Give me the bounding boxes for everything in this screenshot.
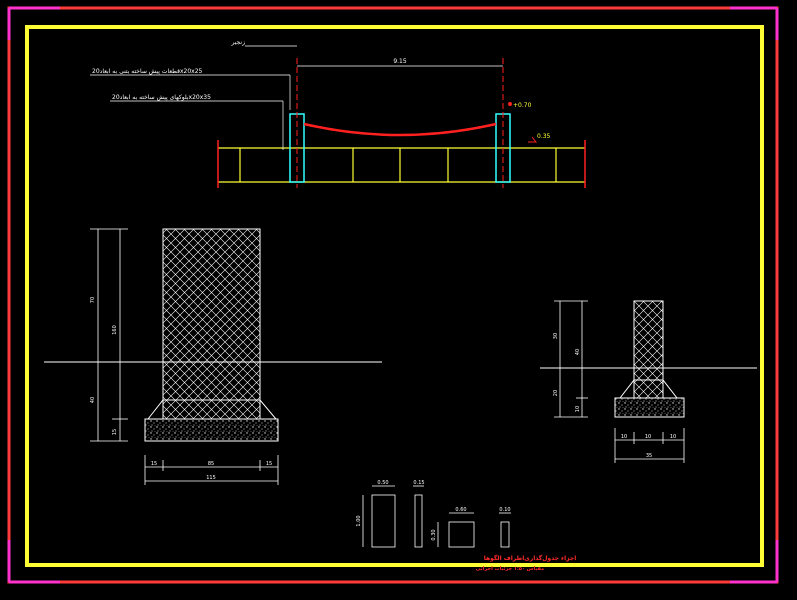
small-post-section: 30 40 20 10 10 10 10 35	[540, 300, 757, 463]
dim-above: 160	[112, 325, 118, 335]
large-post-footing	[144, 418, 279, 442]
base-mid: 85	[208, 461, 214, 467]
dim-below: 40	[90, 397, 96, 403]
small-post-footing	[614, 397, 685, 418]
b2-top: 0.15	[413, 480, 424, 486]
dim-total: 70	[90, 297, 96, 303]
small-dim-footing: 10	[575, 406, 581, 412]
corner-marks	[7, 6, 779, 584]
level-ground: 0.35	[537, 133, 551, 140]
b4-top: 0.10	[499, 507, 510, 513]
drawing-title: اجزاء جدول‌گذاری‌اطراف‌ الگو‌ها	[484, 554, 577, 562]
label-chain-top: زنجیر	[230, 39, 245, 46]
small-dim-total: 40	[575, 349, 581, 355]
base-right: 15	[266, 461, 272, 467]
small-base-mid: 10	[645, 434, 651, 440]
fence-elevation: 9.15 +0.70 0.35 زنجیر قطعات پیش ساخته بت…	[90, 39, 586, 188]
base-left: 15	[151, 461, 157, 467]
chain-curve	[303, 122, 497, 137]
small-dim-above: 30	[553, 333, 559, 339]
base-total: 115	[206, 475, 216, 481]
label-chain-pieces: قطعات پیش ساخته بتنی به ابعاد20x20x25	[92, 68, 203, 75]
inner-frame	[25, 25, 764, 567]
small-base-right: 10	[670, 434, 676, 440]
large-post-section: 70 160 40 15 15 85 15 115	[44, 228, 382, 485]
block-details	[362, 485, 511, 548]
outer-frame	[7, 6, 779, 584]
small-base-left: 10	[621, 434, 627, 440]
b3-side: 0.30	[431, 529, 437, 540]
b1-top: 0.50	[377, 480, 388, 486]
label-blocks: بلوکهای پیش ساخته به ابعاد20x20x35	[112, 94, 211, 101]
dim-footing: 15	[112, 429, 118, 435]
span-dim: 9.15	[393, 58, 407, 65]
b1-side: 1.00	[356, 515, 362, 526]
small-base-total: 35	[646, 453, 652, 459]
level-top: +0.70	[513, 102, 532, 109]
small-dim-below: 20	[553, 390, 559, 396]
drawing-subtitle: مقیاس ۱:۵۰ جزئیات‌ اجرائی	[476, 566, 545, 572]
large-post-body	[162, 228, 261, 420]
small-post-body	[633, 300, 664, 399]
b3-top: 0.60	[455, 507, 466, 513]
